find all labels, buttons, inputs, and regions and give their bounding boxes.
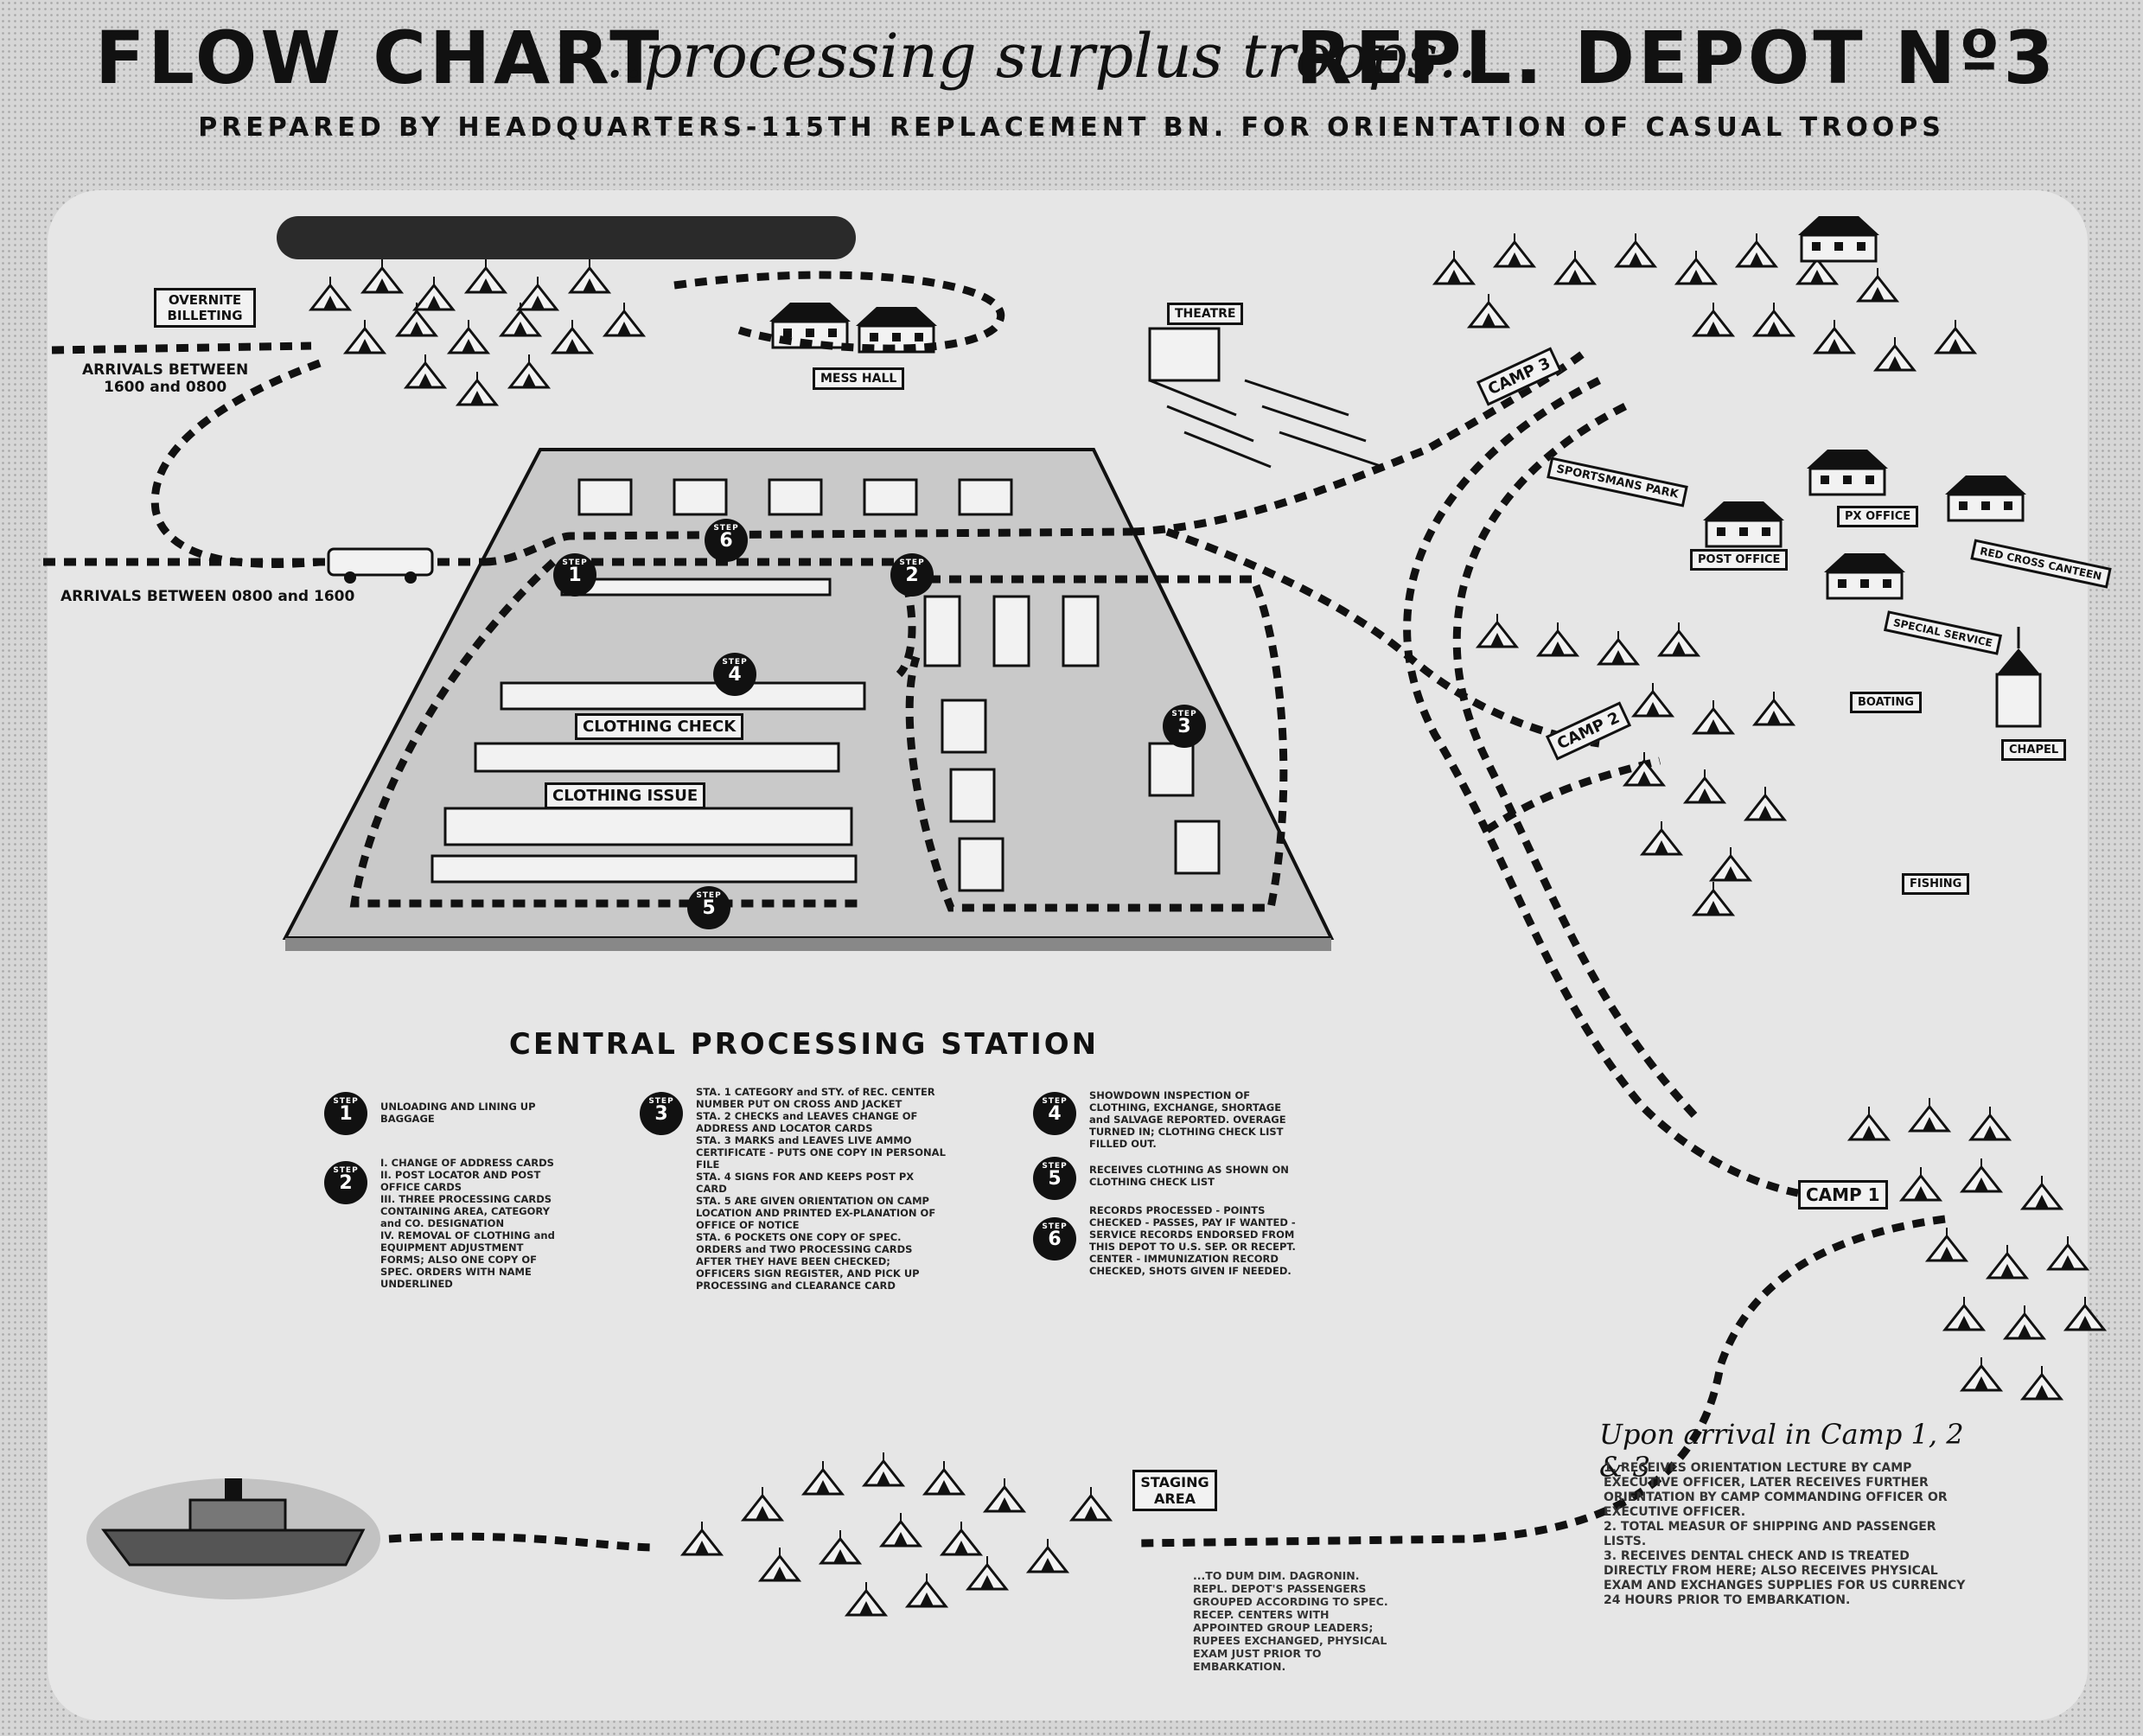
map-panel: [48, 190, 2088, 1720]
title-script: ..processing surplus troops..: [605, 21, 1477, 92]
special-service-building: [1822, 552, 1907, 600]
staging-note: ...TO DUM DIM. DAGRONIN. REPL. DEPOT'S P…: [1193, 1569, 1388, 1673]
legend-step-3-text: STA. 1 CATEGORY and STY. of REC. CENTER …: [696, 1086, 946, 1292]
px-office-building: [1805, 448, 1890, 496]
chapel-building: [1995, 627, 2042, 728]
post-office-building: [1701, 500, 1786, 548]
camp1-tents: [1848, 1096, 2106, 1401]
px-office-label: PX OFFICE: [1837, 506, 1919, 527]
camp3-hq-building: [1796, 214, 1881, 263]
legend-step-6-text: RECORDS PROCESSED - POINTS CHECKED - PAS…: [1089, 1204, 1296, 1277]
post-office-label: POST OFFICE: [1690, 549, 1789, 571]
camp3-tents: [1433, 232, 1976, 372]
billeting-tents: [309, 258, 645, 406]
subtitle: PREPARED BY HEADQUARTERS-115TH REPLACEME…: [198, 112, 1945, 143]
bus-icon: [327, 547, 434, 584]
red-cross-building: [1943, 474, 2028, 522]
night-sky: [277, 216, 856, 259]
camp-note-text: 1. RECEIVES ORIENTATION LECTURE BY CAMP …: [1604, 1461, 1966, 1607]
title-left: FLOW CHART: [95, 16, 663, 100]
chapel-label: CHAPEL: [2001, 739, 2067, 761]
theatre-building: [1148, 327, 1221, 382]
camp2-tents: [1477, 612, 1795, 916]
overnite-billeting-label: OVERNITE BILLETING: [154, 288, 256, 328]
clothing-issue-label: CLOTHING ISSUE: [545, 782, 706, 809]
boating-label: BOATING: [1850, 692, 1922, 713]
title-right: REPL. DEPOT Nº3: [1295, 16, 2057, 100]
clothing-check-label: CLOTHING CHECK: [575, 713, 744, 740]
staging-area-label: STAGING AREA: [1132, 1470, 1217, 1511]
theatre-seats: [1149, 379, 1384, 469]
arrivals-day-label: ARRIVALS BETWEEN 0800 and 1600: [61, 588, 355, 605]
title-row: FLOW CHART ..processing surplus troops..…: [78, 16, 2066, 100]
camp-note-heading: Upon arrival in Camp 1, 2 & 3: [1599, 1418, 1964, 1484]
flow-paths: [43, 271, 1946, 1552]
fishing-label: FISHING: [1902, 873, 1970, 895]
station-tables: [431, 478, 1221, 892]
ship-icon: [86, 1478, 380, 1599]
camp1-label: CAMP 1: [1798, 1180, 1888, 1209]
arrivals-night-label: ARRIVALS BETWEEN 1600 and 0800: [82, 361, 249, 396]
legend-step-1-text: UNLOADING AND LINING UP BAGGAGE: [380, 1101, 536, 1125]
legend-step-5-text: RECEIVES CLOTHING AS SHOWN ON CLOTHING C…: [1089, 1164, 1289, 1188]
legend-step-2-text: I. CHANGE OF ADDRESS CARDS II. POST LOCA…: [380, 1157, 555, 1290]
mess-hall-label: MESS HALL: [813, 367, 905, 390]
legend-step-4-text: SHOWDOWN INSPECTION OF CLOTHING, EXCHANG…: [1089, 1089, 1286, 1150]
theatre-label: THEATRE: [1167, 303, 1244, 325]
legend-title: CENTRAL PROCESSING STATION: [508, 1027, 1100, 1062]
staging-tents: [681, 1451, 1112, 1617]
